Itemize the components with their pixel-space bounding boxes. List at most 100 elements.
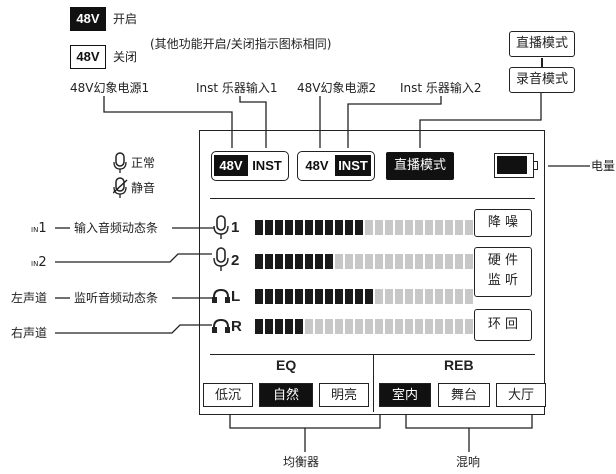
ch2-indicator[interactable]: 48V INST <box>297 151 375 181</box>
meter-segment <box>265 289 273 304</box>
meter-segment <box>385 254 393 269</box>
loop-button[interactable]: 环 回 <box>474 309 532 341</box>
eq-option-natural[interactable]: 自然 <box>259 383 313 407</box>
meter-segment <box>395 319 403 334</box>
meter-segment <box>455 289 463 304</box>
meter-segment <box>305 254 313 269</box>
meter-segment <box>435 289 443 304</box>
meter-segment <box>285 220 293 235</box>
meter-segment <box>345 220 353 235</box>
meter-segment <box>445 220 453 235</box>
screen-mode-indicator[interactable]: 直播模式 <box>386 152 454 180</box>
meter-segment <box>255 254 263 269</box>
meter-segment <box>295 220 303 235</box>
meter-segment <box>295 289 303 304</box>
meter-segment <box>375 319 383 334</box>
label-inst1: Inst 乐器输入1 <box>196 81 278 95</box>
meter-segment <box>295 254 303 269</box>
row-left-label: L <box>231 288 241 305</box>
meter-segment <box>435 319 443 334</box>
badge-48v-off: 48V <box>70 45 106 69</box>
meter-segment <box>255 319 263 334</box>
denoise-button[interactable]: 降 噪 <box>474 209 532 237</box>
meter-segment <box>445 254 453 269</box>
meter-segment <box>465 289 473 304</box>
meter-segment <box>425 289 433 304</box>
meter-segment <box>275 254 283 269</box>
meter-segment <box>255 220 263 235</box>
meter-row2 <box>255 254 473 269</box>
eq-caption: 均衡器 <box>283 455 320 469</box>
meter-segment <box>425 254 433 269</box>
meter-segment <box>445 319 453 334</box>
meter-segment <box>345 254 353 269</box>
live-mode-button[interactable]: 直播模式 <box>509 31 575 57</box>
eq-option-low[interactable]: 低沉 <box>203 383 253 407</box>
meter-segment <box>355 319 363 334</box>
meter-segment <box>405 254 413 269</box>
label-phantom1: 48V幻象电源1 <box>70 81 150 95</box>
meter-segment <box>335 319 343 334</box>
meter-segment <box>325 289 333 304</box>
meter-segment <box>355 254 363 269</box>
meter-segment <box>395 254 403 269</box>
right-channel-label: 右声道 <box>11 326 48 340</box>
mic2-icon <box>213 247 229 271</box>
meter-segment <box>305 289 313 304</box>
label-phantom2: 48V幻象电源2 <box>297 81 377 95</box>
badge-48v-on: 48V <box>70 7 106 31</box>
reb-option-stage[interactable]: 舞台 <box>438 383 490 407</box>
meter-segment <box>325 254 333 269</box>
meter-segment <box>375 289 383 304</box>
meter-segment <box>425 319 433 334</box>
meter-segment <box>265 220 273 235</box>
input-meter-label: 输入音频动态条 <box>74 221 159 235</box>
mic-mute-label: 静音 <box>131 181 156 195</box>
record-mode-button[interactable]: 录音模式 <box>509 67 575 93</box>
meter-segment <box>315 220 323 235</box>
meter-segment <box>375 220 383 235</box>
meter-segment <box>465 220 473 235</box>
meter-segment <box>275 319 283 334</box>
ch1-indicator[interactable]: 48V INST <box>211 151 289 181</box>
meter-segment <box>365 220 373 235</box>
row1-label: 1 <box>231 219 240 236</box>
meter-segment <box>325 220 333 235</box>
eq-title: EQ <box>276 357 297 373</box>
meter-segment <box>375 254 383 269</box>
meter-segment <box>265 319 273 334</box>
meter-segment <box>465 254 473 269</box>
meter-segment <box>385 220 393 235</box>
reb-option-hall[interactable]: 大厅 <box>496 383 546 407</box>
meter-segment <box>345 289 353 304</box>
reb-option-room[interactable]: 室内 <box>379 383 431 407</box>
mic-normal-label: 正常 <box>131 156 156 170</box>
meter-segment <box>305 220 313 235</box>
meter-segment <box>275 289 283 304</box>
eq-option-bright[interactable]: 明亮 <box>319 383 369 407</box>
row-right-label: R <box>231 318 242 335</box>
meter-segment <box>355 220 363 235</box>
meter-segment <box>415 254 423 269</box>
in1-label: IN1 <box>31 221 47 236</box>
meter-segment <box>315 254 323 269</box>
headphone-left-icon <box>212 288 230 303</box>
meter-segment <box>385 319 393 334</box>
meter-segment <box>425 220 433 235</box>
monitor-meter-label: 监听音频动态条 <box>74 291 159 305</box>
hw-monitor-button[interactable]: 硬 件 监 听 <box>474 247 532 297</box>
off-label: 关闭 <box>113 50 138 64</box>
meter-segment <box>325 319 333 334</box>
mic-normal-icon <box>113 152 127 173</box>
meter-segment <box>295 319 303 334</box>
meter-segment <box>395 289 403 304</box>
battery-label: 电量 <box>591 159 616 173</box>
meter-segment <box>345 319 353 334</box>
legend-note: (其他功能开启/关闭指示图标相同) <box>150 37 332 51</box>
meter-segment <box>355 289 363 304</box>
meter-segment <box>305 319 313 334</box>
meter-segment <box>255 289 263 304</box>
meter-segment <box>335 220 343 235</box>
meter-segment <box>465 319 473 334</box>
in2-label: IN2 <box>31 255 47 270</box>
